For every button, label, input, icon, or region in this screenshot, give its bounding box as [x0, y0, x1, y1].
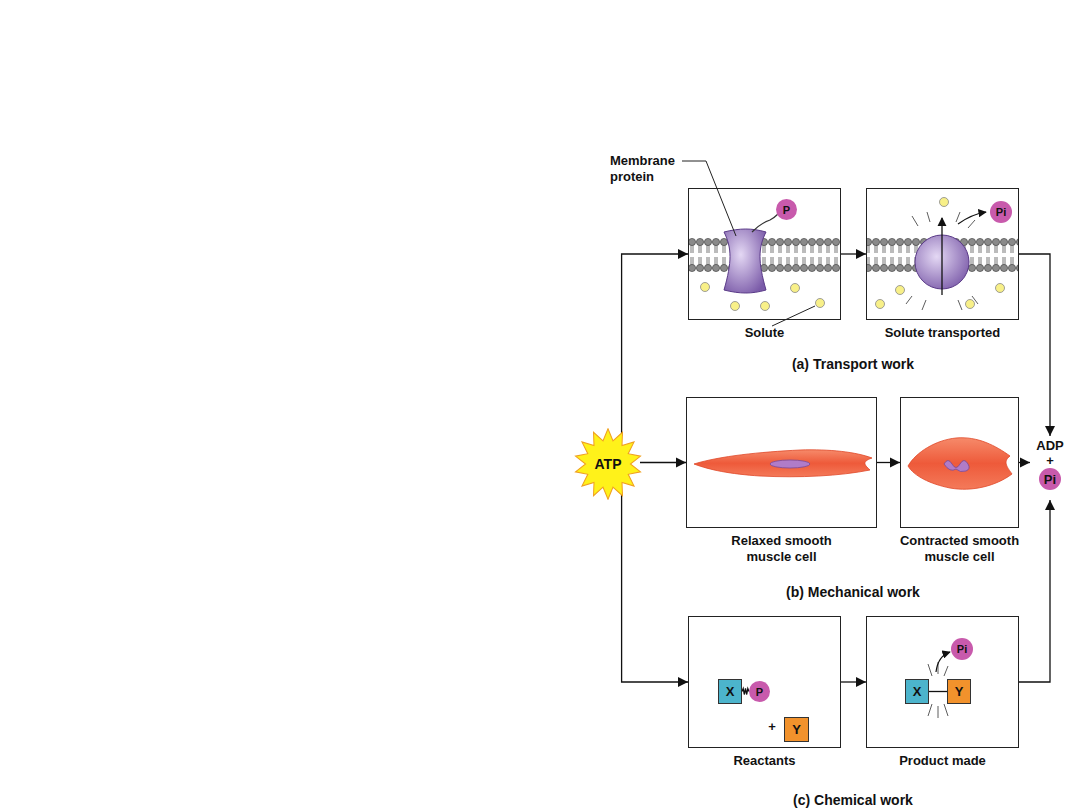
node-text: X: [913, 684, 922, 699]
atp-starburst: ATP: [574, 428, 642, 500]
bond-line: [929, 691, 947, 692]
node-text: Pi: [996, 206, 1006, 218]
node-text: P: [756, 686, 763, 698]
chemical-panel: ReactantsXPY: [688, 616, 841, 748]
transport-panel: Solute transportedPi: [866, 188, 1019, 320]
panel-heading: (c) Chemical work: [753, 792, 953, 809]
node-text: Y: [792, 722, 801, 737]
product-x: X: [905, 679, 929, 704]
flow-arrow: [1019, 254, 1050, 436]
panel-caption: Contracted smooth muscle cell: [892, 533, 1027, 565]
flow-arrow: [841, 253, 866, 254]
phosphate-circle: P: [776, 199, 797, 220]
node-text: +: [1046, 453, 1054, 468]
panel-caption: Product made: [868, 753, 1018, 769]
panel-heading: (a) Transport work: [753, 356, 953, 373]
flow-arrow: [622, 492, 688, 682]
flow-arrow: [622, 254, 688, 436]
chemical-panel: Product madePiXY: [866, 616, 1019, 748]
flow-arrow: [841, 681, 866, 682]
flow-arrow: [640, 462, 686, 463]
reactant-x: X: [718, 679, 742, 704]
mechanical-panel: Contracted smooth muscle cell: [900, 397, 1019, 528]
panel-caption: Reactants: [690, 753, 840, 769]
node-text: X: [726, 684, 735, 699]
phosphate-circle: Pi: [990, 201, 1012, 223]
panel-caption: Relaxed smooth muscle cell: [719, 533, 844, 565]
panel-heading: (b) Mechanical work: [743, 584, 963, 601]
phosphate-circle: Pi: [1039, 468, 1061, 490]
callout-label: Membrane protein: [610, 153, 690, 185]
adp-pi-output: ADP+ Pi: [1030, 436, 1070, 500]
panel-caption: Solute transported: [868, 325, 1018, 341]
node-text: Y: [955, 684, 964, 699]
flow-arrow: [1019, 462, 1030, 463]
product-y: Y: [947, 679, 971, 704]
mechanical-panel: Relaxed smooth muscle cell: [686, 397, 877, 528]
plus-sign: +: [766, 719, 778, 735]
phosphate-circle: Pi: [951, 638, 973, 660]
node-text: P: [783, 204, 790, 216]
transport-panel: SoluteP: [688, 188, 841, 320]
phosphate-circle: P: [749, 681, 770, 702]
panel-caption: Solute: [690, 325, 840, 341]
node-text: ATP: [595, 456, 622, 472]
node-text: Pi: [1044, 472, 1056, 487]
reactant-y: Y: [784, 717, 809, 742]
bond-line: [742, 689, 749, 695]
node-text: Pi: [957, 643, 967, 655]
flow-arrow: [877, 462, 900, 463]
flow-arrow: [1019, 500, 1050, 682]
node-text: ADP: [1036, 438, 1063, 453]
